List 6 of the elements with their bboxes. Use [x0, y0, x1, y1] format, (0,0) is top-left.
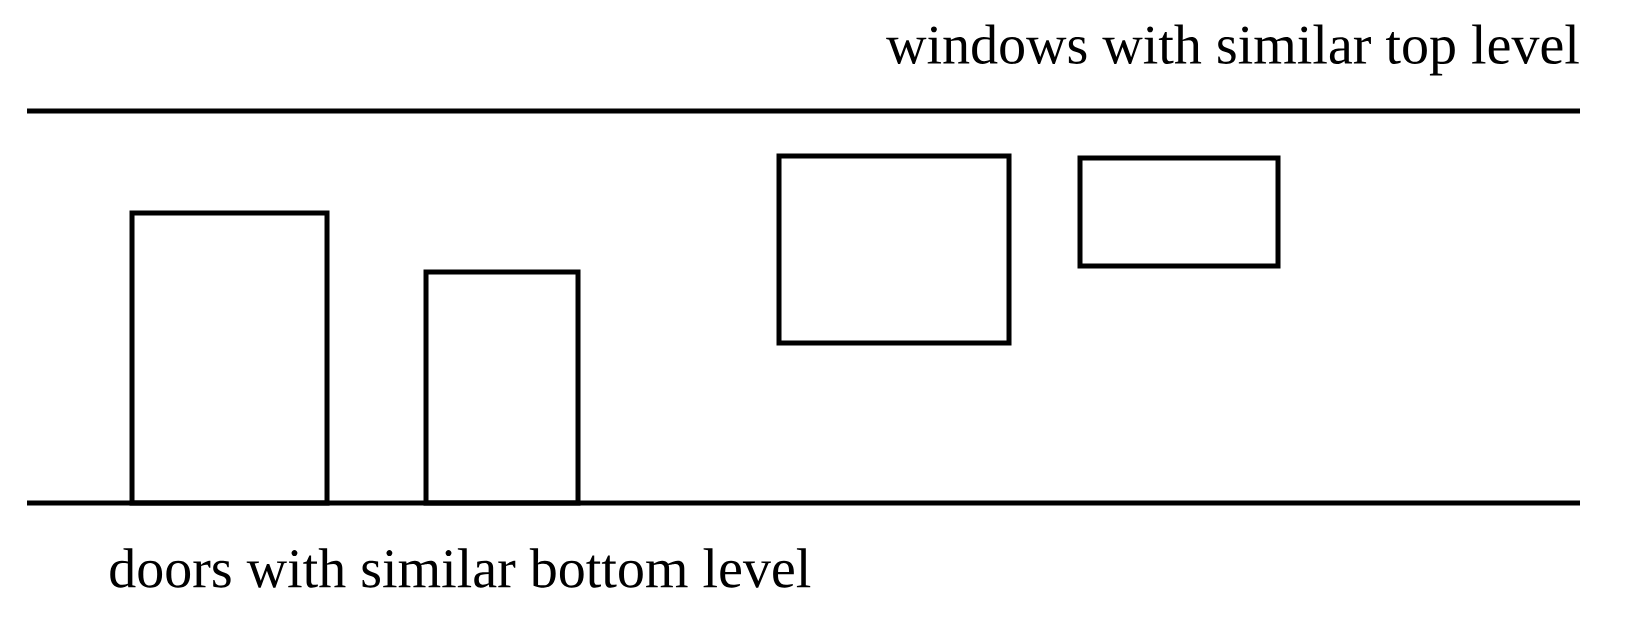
door-outline — [129, 210, 330, 506]
window-outline — [1077, 155, 1281, 269]
top-level-label: windows with similar top level — [886, 24, 1579, 76]
window-outline — [776, 153, 1012, 346]
door-outline — [423, 269, 581, 506]
bottom-level-label: doors with similar bottom level — [110, 548, 811, 588]
